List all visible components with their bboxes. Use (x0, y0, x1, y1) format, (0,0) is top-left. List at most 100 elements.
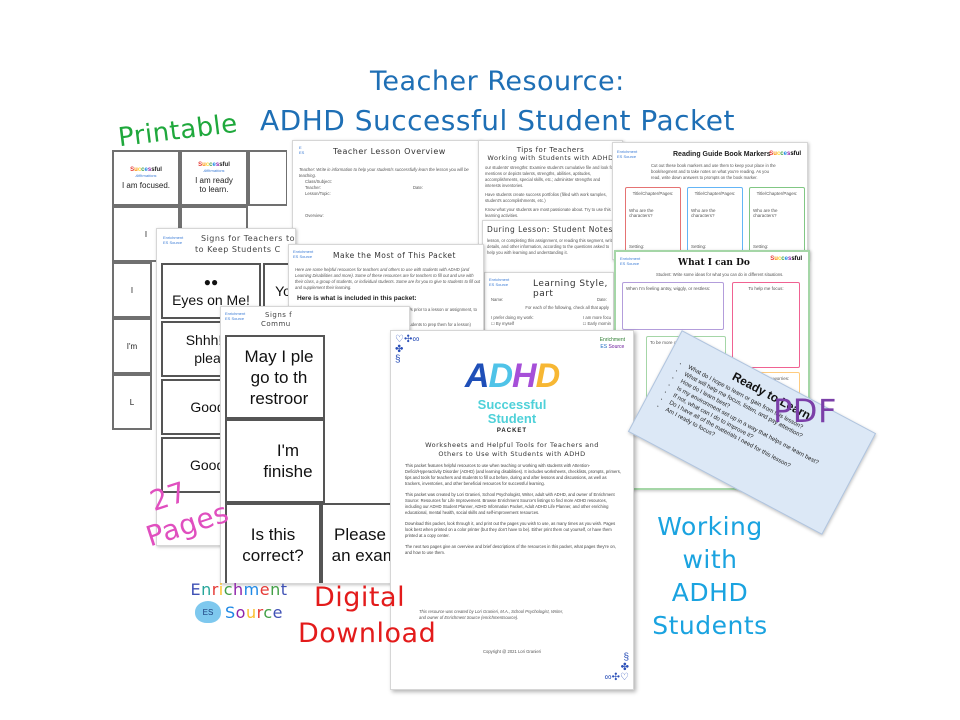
field-class: Class/Subject: (305, 179, 332, 184)
lesson-overview-instruction: Teacher: Write in information to help yo… (299, 167, 469, 178)
affirmations-sub: Affirmations (135, 172, 157, 178)
brand-enrichment: Enrichment (190, 580, 288, 599)
learning-style-left-opt: ☐ By myself (491, 321, 515, 326)
enrichment-source-brand: Enrichment ES Source (184, 580, 294, 623)
brand-source: Source (225, 602, 283, 622)
download-label: Download (298, 618, 437, 649)
field-teacher: Teacher: (305, 185, 322, 190)
affirmation-card: Successful Affirmations I am ready to le… (180, 150, 248, 206)
marker-question: Who are the characters? (629, 208, 654, 218)
book-marker: Title/Chapter/Pages: Who are the charact… (687, 187, 743, 259)
signs-title-line2: to Keep Students C (195, 245, 281, 254)
adhd-letter: A (464, 357, 490, 395)
cover-paragraph: This packet features helpful resources t… (405, 463, 621, 486)
option-label: By myself (495, 321, 515, 326)
field-lesson: Lesson/Topic: (305, 191, 331, 196)
affirmation-card (248, 150, 287, 206)
sign-text: Is this correct? (242, 525, 304, 565)
learning-style-right-q: I am more focu (583, 315, 611, 320)
affirmation-card: Successful Affirmations I am focused. (112, 150, 180, 206)
working-with-adhd-label: Working with ADHD Students (640, 510, 780, 642)
cover-credit-line1: This resource was created by Lori Granie… (419, 609, 564, 614)
successful-student-logo: Successful (198, 162, 230, 168)
learning-style-date: Date: (596, 297, 607, 302)
affirmations-sub: Affirmations (203, 168, 225, 173)
marker-question: Who are the characters? (753, 208, 778, 218)
brand-source-row: ES Source (184, 601, 294, 623)
printable-label: Printable (116, 108, 240, 154)
header-title-line1: Teacher Resource: (370, 66, 625, 97)
sign-restroom: May I ple go to th restroor (225, 335, 325, 419)
student-notes-title: During Lesson: Student Notes (487, 225, 613, 234)
marker-setting: Setting: (753, 244, 769, 249)
cover-paragraph: The next two pages give an overview and … (405, 544, 616, 555)
affirmation-text: I am focused. (121, 180, 171, 190)
marker-setting: Setting: (629, 244, 645, 249)
sign-finished: I'm finishe (225, 419, 325, 503)
affirmation-card: I'm (112, 318, 152, 374)
eyes-icon: ●● (203, 275, 219, 289)
adhd-letter: D (535, 357, 561, 395)
box-label: When I'm feeling antsy, wiggly, or restl… (626, 286, 711, 291)
working-line: Working (657, 512, 763, 541)
affirmation-text: I am ready to learn. (195, 176, 233, 194)
make-most-title: Make the Most of This Packet (333, 251, 456, 260)
brand-source: Source (608, 344, 625, 350)
learning-style-instruction: For each of the following, check all tha… (525, 305, 609, 310)
affirmation-text: I (130, 285, 134, 295)
cover-subtitle-line1: Worksheets and Helpful Tools for Teacher… (425, 441, 599, 449)
corner-flourish-icon: §✤∞✣♡ (604, 652, 629, 683)
what-i-can-do-instruction: Student: Write some ideas for what you c… (656, 272, 784, 277)
affirmation-text: L (129, 397, 135, 407)
marker-setting: Setting: (691, 244, 707, 249)
box-label: To be more organized: (650, 340, 695, 345)
field-date: Date: (413, 185, 424, 190)
signs-comm-title-line2: Commu (261, 320, 291, 328)
successful-student-logo: Successful (769, 151, 801, 157)
working-line: with (682, 545, 738, 574)
affirmation-text: I'm (126, 341, 138, 351)
make-most-heading: Here is what is included in this packet: (297, 295, 417, 302)
affirmation-card: L (112, 374, 152, 430)
cover-student: Student (487, 411, 537, 426)
marker-question: Who are the characters? (691, 208, 716, 218)
cover-paragraph: This packet was created by Lori Granieri… (405, 492, 615, 515)
situation-box-antsy: When I'm feeling antsy, wiggly, or restl… (622, 282, 724, 330)
option-label: Early mornin (587, 321, 611, 326)
adhd-letter: H (512, 357, 537, 395)
marker-title-field: Title/Chapter/Pages: (632, 191, 674, 196)
tips-title-line2: Working with Students with ADHD (487, 154, 614, 162)
field-overview: Overview: (305, 213, 324, 218)
marker-title-field: Title/Chapter/Pages: (694, 191, 736, 196)
digital-label: Digital (314, 582, 406, 613)
successful-student-logo: Successful (130, 166, 162, 173)
sign-text: Yo (275, 283, 291, 299)
make-most-intro: Here are some helpful resources for teac… (295, 267, 481, 290)
affirmation-text: I (144, 229, 148, 239)
signs-title-line1: Signs for Teachers to Use (201, 234, 295, 243)
marker-title-field: Title/Chapter/Pages: (756, 191, 798, 196)
learning-style-left-q: I prefer doing my work: (491, 315, 534, 320)
brand-enrichment: Enrichment (599, 337, 625, 343)
sign-text: Eyes on Me! (172, 292, 250, 308)
cover-paragraph: Download this packet, look through it, a… (405, 521, 616, 538)
cover-body: This packet features helpful resources t… (405, 463, 621, 561)
adhd-logo: ADHD (391, 357, 633, 396)
situation-box-focus: To help me focus: (732, 282, 800, 368)
sign-text: May I ple go to th restroor (244, 346, 314, 408)
student-notes-page: During Lesson: Student Notes lesson, or … (482, 220, 622, 282)
header-title-line2: ADHD Successful Student Packet (260, 104, 735, 137)
pdf-label: PDF (773, 392, 837, 430)
what-i-can-do-title: What I can Do (678, 258, 750, 268)
book-markers-instruction: Cut out these book markers and use them … (651, 163, 776, 180)
heart-icon: ES (195, 601, 222, 623)
